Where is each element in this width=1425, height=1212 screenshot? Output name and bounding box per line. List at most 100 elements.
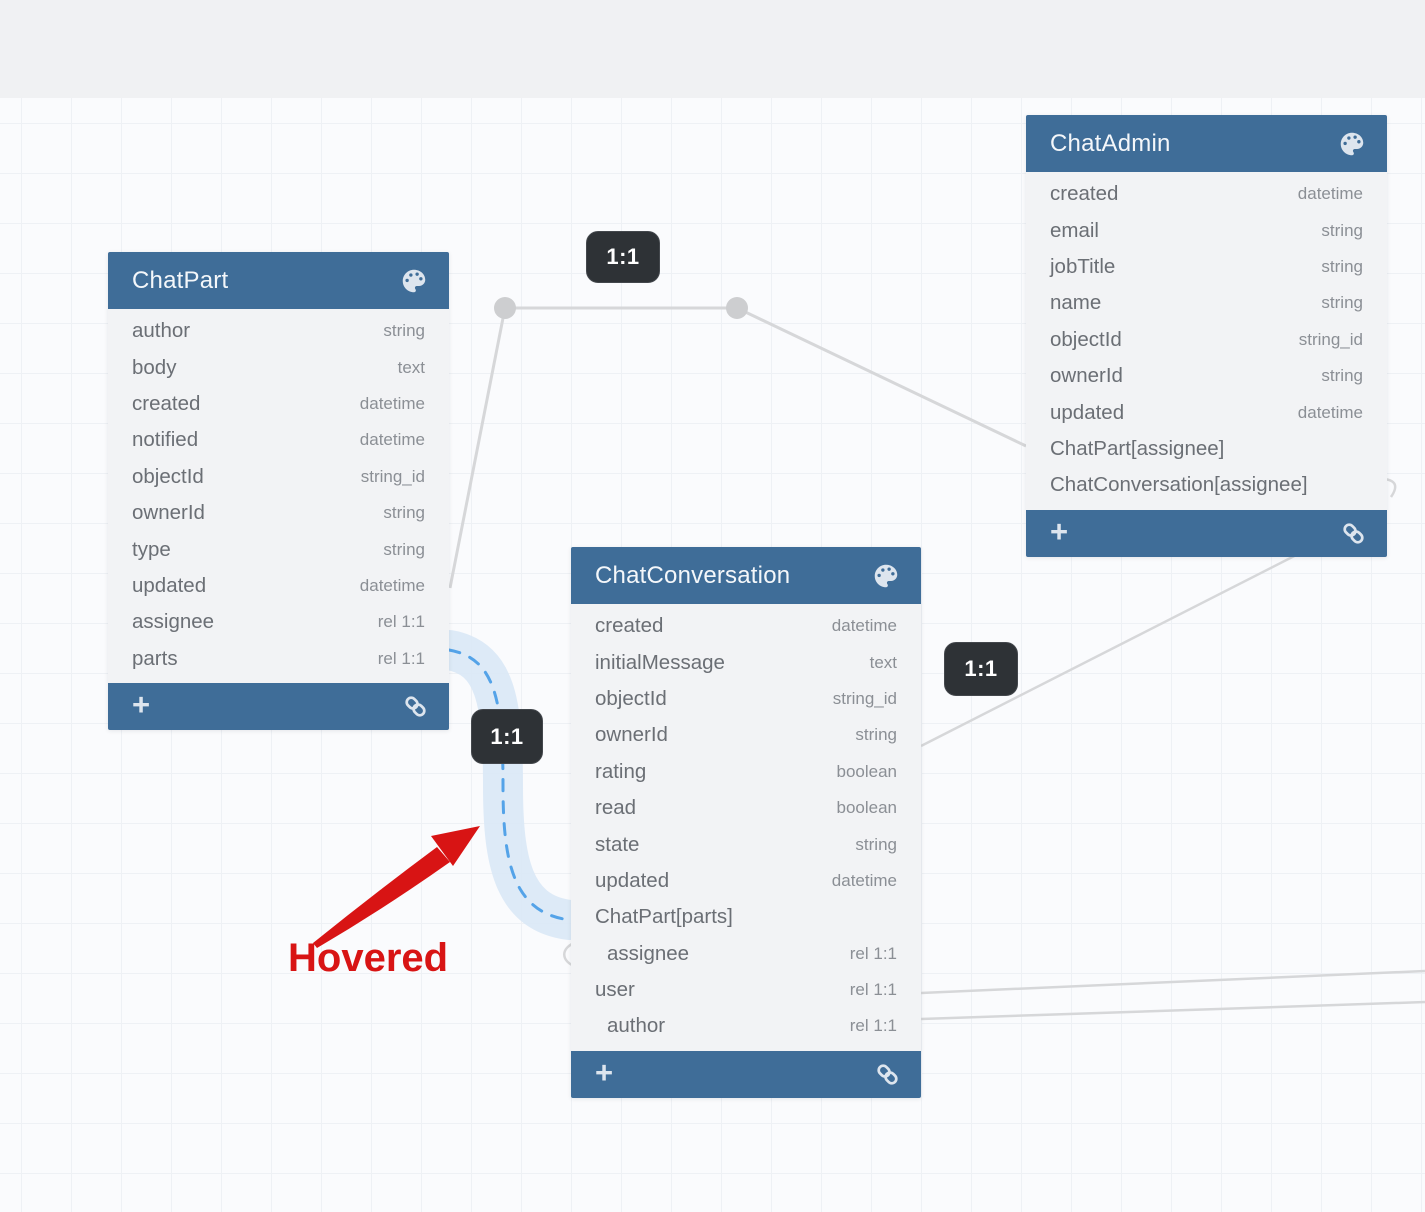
field-name: updated	[1050, 400, 1125, 424]
field-name: notified	[132, 428, 199, 452]
field-row[interactable]: body text	[108, 349, 449, 385]
cardinality-badge-hovered[interactable]: 1:1	[471, 709, 543, 764]
field-name: ChatConversation[assignee]	[1050, 473, 1308, 497]
field-type: rel 1:1	[377, 612, 425, 632]
field-list: created datetime email string jobTitle string…	[1026, 172, 1387, 510]
field-row[interactable]: notified datetime	[108, 422, 449, 458]
field-type: rel 1:1	[849, 1016, 897, 1036]
table-title: ChatAdmin	[1050, 129, 1171, 157]
field-name: ChatPart[assignee]	[1050, 436, 1225, 460]
hover-annotation-label: Hovered	[288, 936, 449, 980]
table-header[interactable]: ChatConversation	[571, 547, 921, 604]
field-name: created	[132, 391, 201, 415]
relation-group-row[interactable]: ChatPart[parts]	[571, 899, 921, 935]
field-name: updated	[595, 868, 670, 892]
table-footer: +	[108, 682, 449, 730]
field-row[interactable]: ownerId string	[571, 717, 921, 753]
field-name: jobTitle	[1050, 254, 1116, 278]
table-header[interactable]: ChatPart	[108, 252, 449, 309]
field-name: body	[132, 355, 177, 379]
cardinality-badge[interactable]: 1:1	[944, 642, 1018, 696]
field-type: string	[1321, 220, 1363, 240]
field-name: author	[607, 1014, 666, 1038]
table-title: ChatPart	[132, 266, 229, 294]
field-name: objectId	[132, 464, 204, 488]
field-row[interactable]: updated datetime	[571, 863, 921, 899]
field-type: datetime	[831, 870, 897, 890]
field-name: created	[1050, 182, 1119, 206]
field-row[interactable]: jobTitle string	[1026, 249, 1387, 285]
field-name: ownerId	[132, 501, 205, 525]
field-type: string	[1321, 256, 1363, 276]
field-name: email	[1050, 218, 1099, 242]
field-name: rating	[595, 759, 647, 783]
field-row[interactable]: type string	[108, 531, 449, 567]
relation-group-row[interactable]: ChatPart[assignee]	[1026, 431, 1387, 467]
relation-group-row[interactable]: ChatConversation[assignee]	[1026, 467, 1387, 503]
field-type: datetime	[359, 430, 425, 450]
field-type: string_id	[360, 466, 425, 486]
field-type: rel 1:1	[377, 648, 425, 668]
field-row[interactable]: objectId string_id	[1026, 322, 1387, 358]
field-type: datetime	[1297, 402, 1363, 422]
add-field-button[interactable]: +	[1050, 514, 1069, 550]
field-row[interactable]: ownerId string	[1026, 358, 1387, 394]
field-name: ChatPart[parts]	[595, 905, 733, 929]
field-type: string_id	[1298, 329, 1363, 349]
table-header[interactable]: ChatAdmin	[1026, 115, 1387, 172]
field-name: created	[595, 614, 664, 638]
field-name: state	[595, 832, 640, 856]
field-type: string	[1321, 366, 1363, 386]
field-row[interactable]: rating boolean	[571, 754, 921, 790]
field-name: ownerId	[1050, 364, 1123, 388]
field-name: type	[132, 537, 171, 561]
palette-icon[interactable]	[399, 266, 429, 296]
field-type: boolean	[836, 761, 897, 781]
link-icon[interactable]	[1340, 520, 1367, 547]
field-row[interactable]: updated datetime	[108, 568, 449, 604]
field-row[interactable]: objectId string_id	[108, 459, 449, 495]
cardinality-badge[interactable]: 1:1	[586, 231, 660, 283]
field-type: text	[869, 652, 897, 672]
field-name: updated	[132, 573, 207, 597]
field-name: parts	[132, 646, 178, 670]
field-type: string	[855, 725, 897, 745]
field-type: rel 1:1	[849, 980, 897, 1000]
add-field-button[interactable]: +	[595, 1055, 614, 1091]
field-row[interactable]: email string	[1026, 212, 1387, 248]
field-name: ownerId	[595, 723, 668, 747]
palette-icon[interactable]	[1337, 129, 1367, 159]
add-field-button[interactable]: +	[132, 687, 151, 723]
field-row[interactable]: author rel 1:1	[571, 1008, 921, 1044]
field-type: datetime	[1297, 184, 1363, 204]
link-icon[interactable]	[402, 693, 429, 720]
field-row[interactable]: state string	[571, 826, 921, 862]
field-type: string	[383, 539, 425, 559]
field-type: boolean	[836, 798, 897, 818]
palette-icon[interactable]	[871, 561, 901, 591]
field-row[interactable]: updated datetime	[1026, 394, 1387, 430]
field-type: datetime	[359, 575, 425, 595]
link-icon[interactable]	[874, 1061, 901, 1088]
field-type: text	[397, 357, 425, 377]
field-row[interactable]: created datetime	[1026, 176, 1387, 212]
field-type: rel 1:1	[849, 943, 897, 963]
field-name: objectId	[1050, 327, 1122, 351]
field-row[interactable]: parts rel 1:1	[108, 641, 449, 677]
field-type: string	[855, 834, 897, 854]
